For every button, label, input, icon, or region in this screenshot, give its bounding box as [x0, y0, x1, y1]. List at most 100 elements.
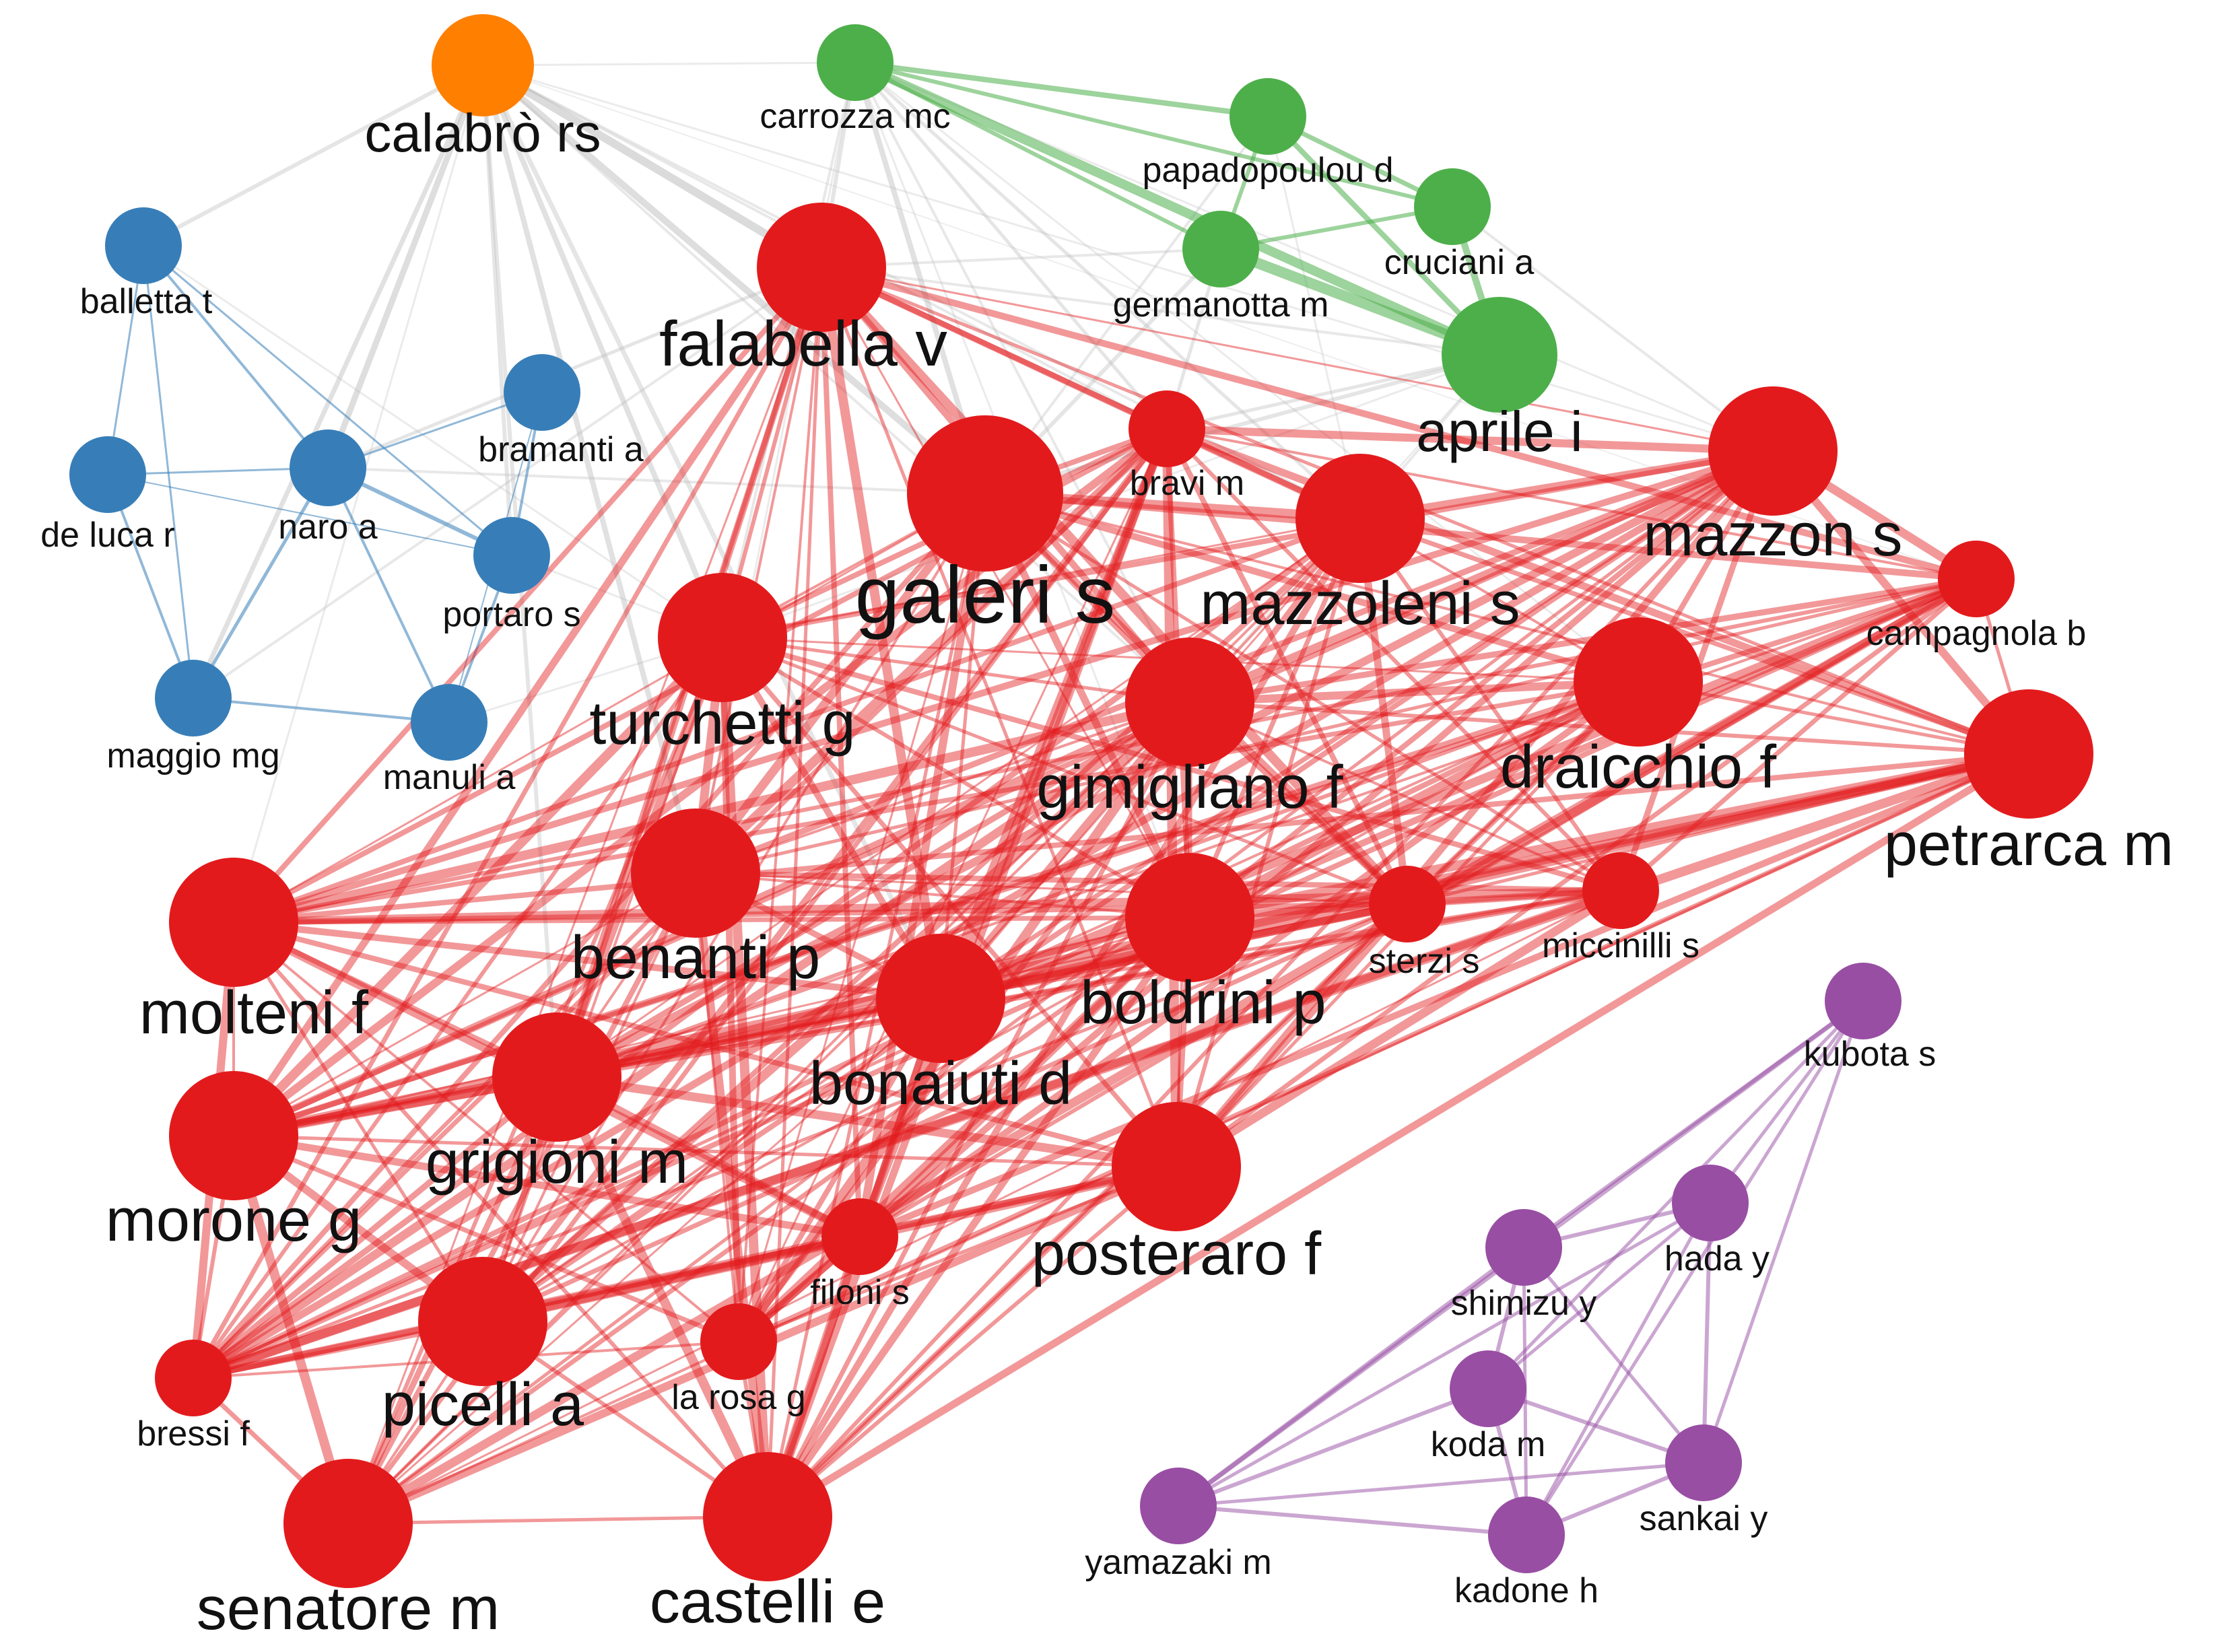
edge-red-208	[555, 996, 943, 1079]
node-label-draicchio: draicchio f	[1500, 734, 1777, 801]
node-miccinilli[interactable]	[1582, 852, 1659, 929]
edge-purple-3	[1702, 999, 1865, 1465]
edge-grey-6	[325, 62, 486, 471]
node-label-germanotta: germanotta m	[1113, 285, 1329, 324]
edge-red-183	[232, 920, 770, 1519]
node-maggio[interactable]	[155, 660, 232, 736]
edge-red-51	[983, 491, 1623, 893]
node-label-deluca: de luca r	[40, 516, 174, 555]
node-label-castelli: castelli e	[650, 1569, 885, 1636]
node-germanotta[interactable]	[1182, 211, 1259, 287]
node-benanti[interactable]	[631, 808, 760, 938]
edge-red-181	[232, 921, 740, 1343]
edge-grey-7	[480, 63, 943, 1001]
node-falabella[interactable]	[757, 203, 886, 332]
node-grigioni[interactable]	[492, 1012, 621, 1142]
node-label-filoni: filoni s	[810, 1273, 909, 1312]
node-label-kubota: kubota s	[1804, 1035, 1937, 1074]
node-boldrini[interactable]	[1125, 853, 1254, 982]
node-mazzon[interactable]	[1708, 386, 1838, 516]
edge-red-81	[230, 448, 1776, 926]
edge-red-193	[764, 914, 1194, 1521]
node-bressi[interactable]	[155, 1340, 232, 1416]
node-hada[interactable]	[1672, 1165, 1749, 1241]
edge-grey-36	[326, 265, 823, 470]
edge-red-122	[1186, 678, 1642, 706]
edge-red-1	[819, 265, 1363, 521]
node-galeri[interactable]	[907, 415, 1063, 572]
edge-red-87	[1172, 447, 1777, 1171]
node-papadopoulou[interactable]	[1230, 78, 1306, 155]
edge-red-64	[1187, 516, 1363, 920]
edge-grey-27	[984, 115, 1269, 495]
edge-red-232	[766, 1165, 1178, 1519]
edge-grey-2	[480, 63, 725, 640]
node-label-mazzon: mazzon s	[1643, 502, 1902, 569]
edge-red-203	[555, 889, 1623, 1079]
node-posteraro[interactable]	[1112, 1102, 1241, 1231]
edge-green-2	[853, 61, 1223, 251]
node-deluca[interactable]	[69, 436, 146, 513]
edge-red-150	[231, 751, 2031, 925]
edge-red-88	[480, 448, 1776, 1324]
node-sterzi[interactable]	[1369, 866, 1446, 942]
node-bravi[interactable]	[1129, 390, 1205, 467]
edge-grey-44	[854, 61, 1640, 683]
node-larosa[interactable]	[700, 1303, 777, 1380]
node-senatore[interactable]	[283, 1459, 413, 1588]
edge-red-162	[694, 872, 1409, 905]
node-carrozza[interactable]	[817, 24, 894, 101]
node-shimizu[interactable]	[1485, 1209, 1562, 1286]
node-castelli[interactable]	[703, 1452, 832, 1581]
edge-red-42	[982, 490, 1980, 582]
node-filoni[interactable]	[821, 1198, 898, 1275]
edge-red-46	[984, 492, 2030, 755]
edge-red-212	[736, 996, 943, 1344]
edge-red-218	[190, 1074, 560, 1381]
edge-red-18	[191, 265, 824, 1381]
node-picelli[interactable]	[418, 1257, 547, 1386]
node-cruciani[interactable]	[1414, 168, 1491, 245]
node-kubota[interactable]	[1825, 963, 1901, 1039]
node-label-shimizu: shimizu y	[1451, 1284, 1597, 1323]
edge-red-160	[764, 750, 2033, 1521]
node-calabro[interactable]	[432, 14, 534, 116]
node-label-boldrini: boldrini p	[1080, 969, 1326, 1037]
node-molteni[interactable]	[169, 858, 298, 987]
node-morone[interactable]	[169, 1071, 298, 1200]
node-portaro[interactable]	[473, 517, 550, 594]
edge-red-187	[232, 916, 1191, 1137]
edge-grey-30	[983, 353, 1502, 495]
node-manuli[interactable]	[411, 684, 487, 761]
node-yamazaki[interactable]	[1140, 1468, 1217, 1544]
edge-red-20	[766, 265, 823, 1519]
edge-red-89	[735, 448, 1776, 1345]
edge-red-48	[232, 492, 986, 924]
edge-red-13	[230, 263, 826, 1140]
node-aprile[interactable]	[1442, 297, 1557, 413]
node-balletta[interactable]	[105, 207, 182, 284]
node-turchetti[interactable]	[658, 573, 787, 702]
edge-red-200	[191, 902, 1409, 1380]
node-label-cruciani: cruciani a	[1384, 243, 1535, 282]
node-koda[interactable]	[1450, 1350, 1526, 1427]
edge-grey-9	[481, 63, 514, 557]
node-petrarca[interactable]	[1964, 689, 2093, 819]
edge-purple-19	[1176, 1461, 1706, 1508]
node-sankai[interactable]	[1665, 1424, 1742, 1501]
edge-grey-28	[1267, 115, 1361, 520]
node-mazzoleni[interactable]	[1295, 454, 1425, 583]
node-label-turchetti: turchetti g	[589, 690, 855, 757]
node-bonaiuti[interactable]	[876, 934, 1005, 1063]
edge-red-49	[981, 489, 1194, 922]
node-gimigliano[interactable]	[1125, 638, 1254, 767]
node-bramanti[interactable]	[504, 354, 580, 431]
edge-red-220	[552, 1072, 772, 1521]
node-campagnola[interactable]	[1938, 541, 2015, 617]
edge-red-97	[1186, 576, 1980, 921]
node-naro[interactable]	[290, 429, 366, 506]
node-draicchio[interactable]	[1574, 617, 1703, 747]
edge-red-117	[481, 636, 724, 1323]
node-kadone[interactable]	[1488, 1496, 1565, 1573]
